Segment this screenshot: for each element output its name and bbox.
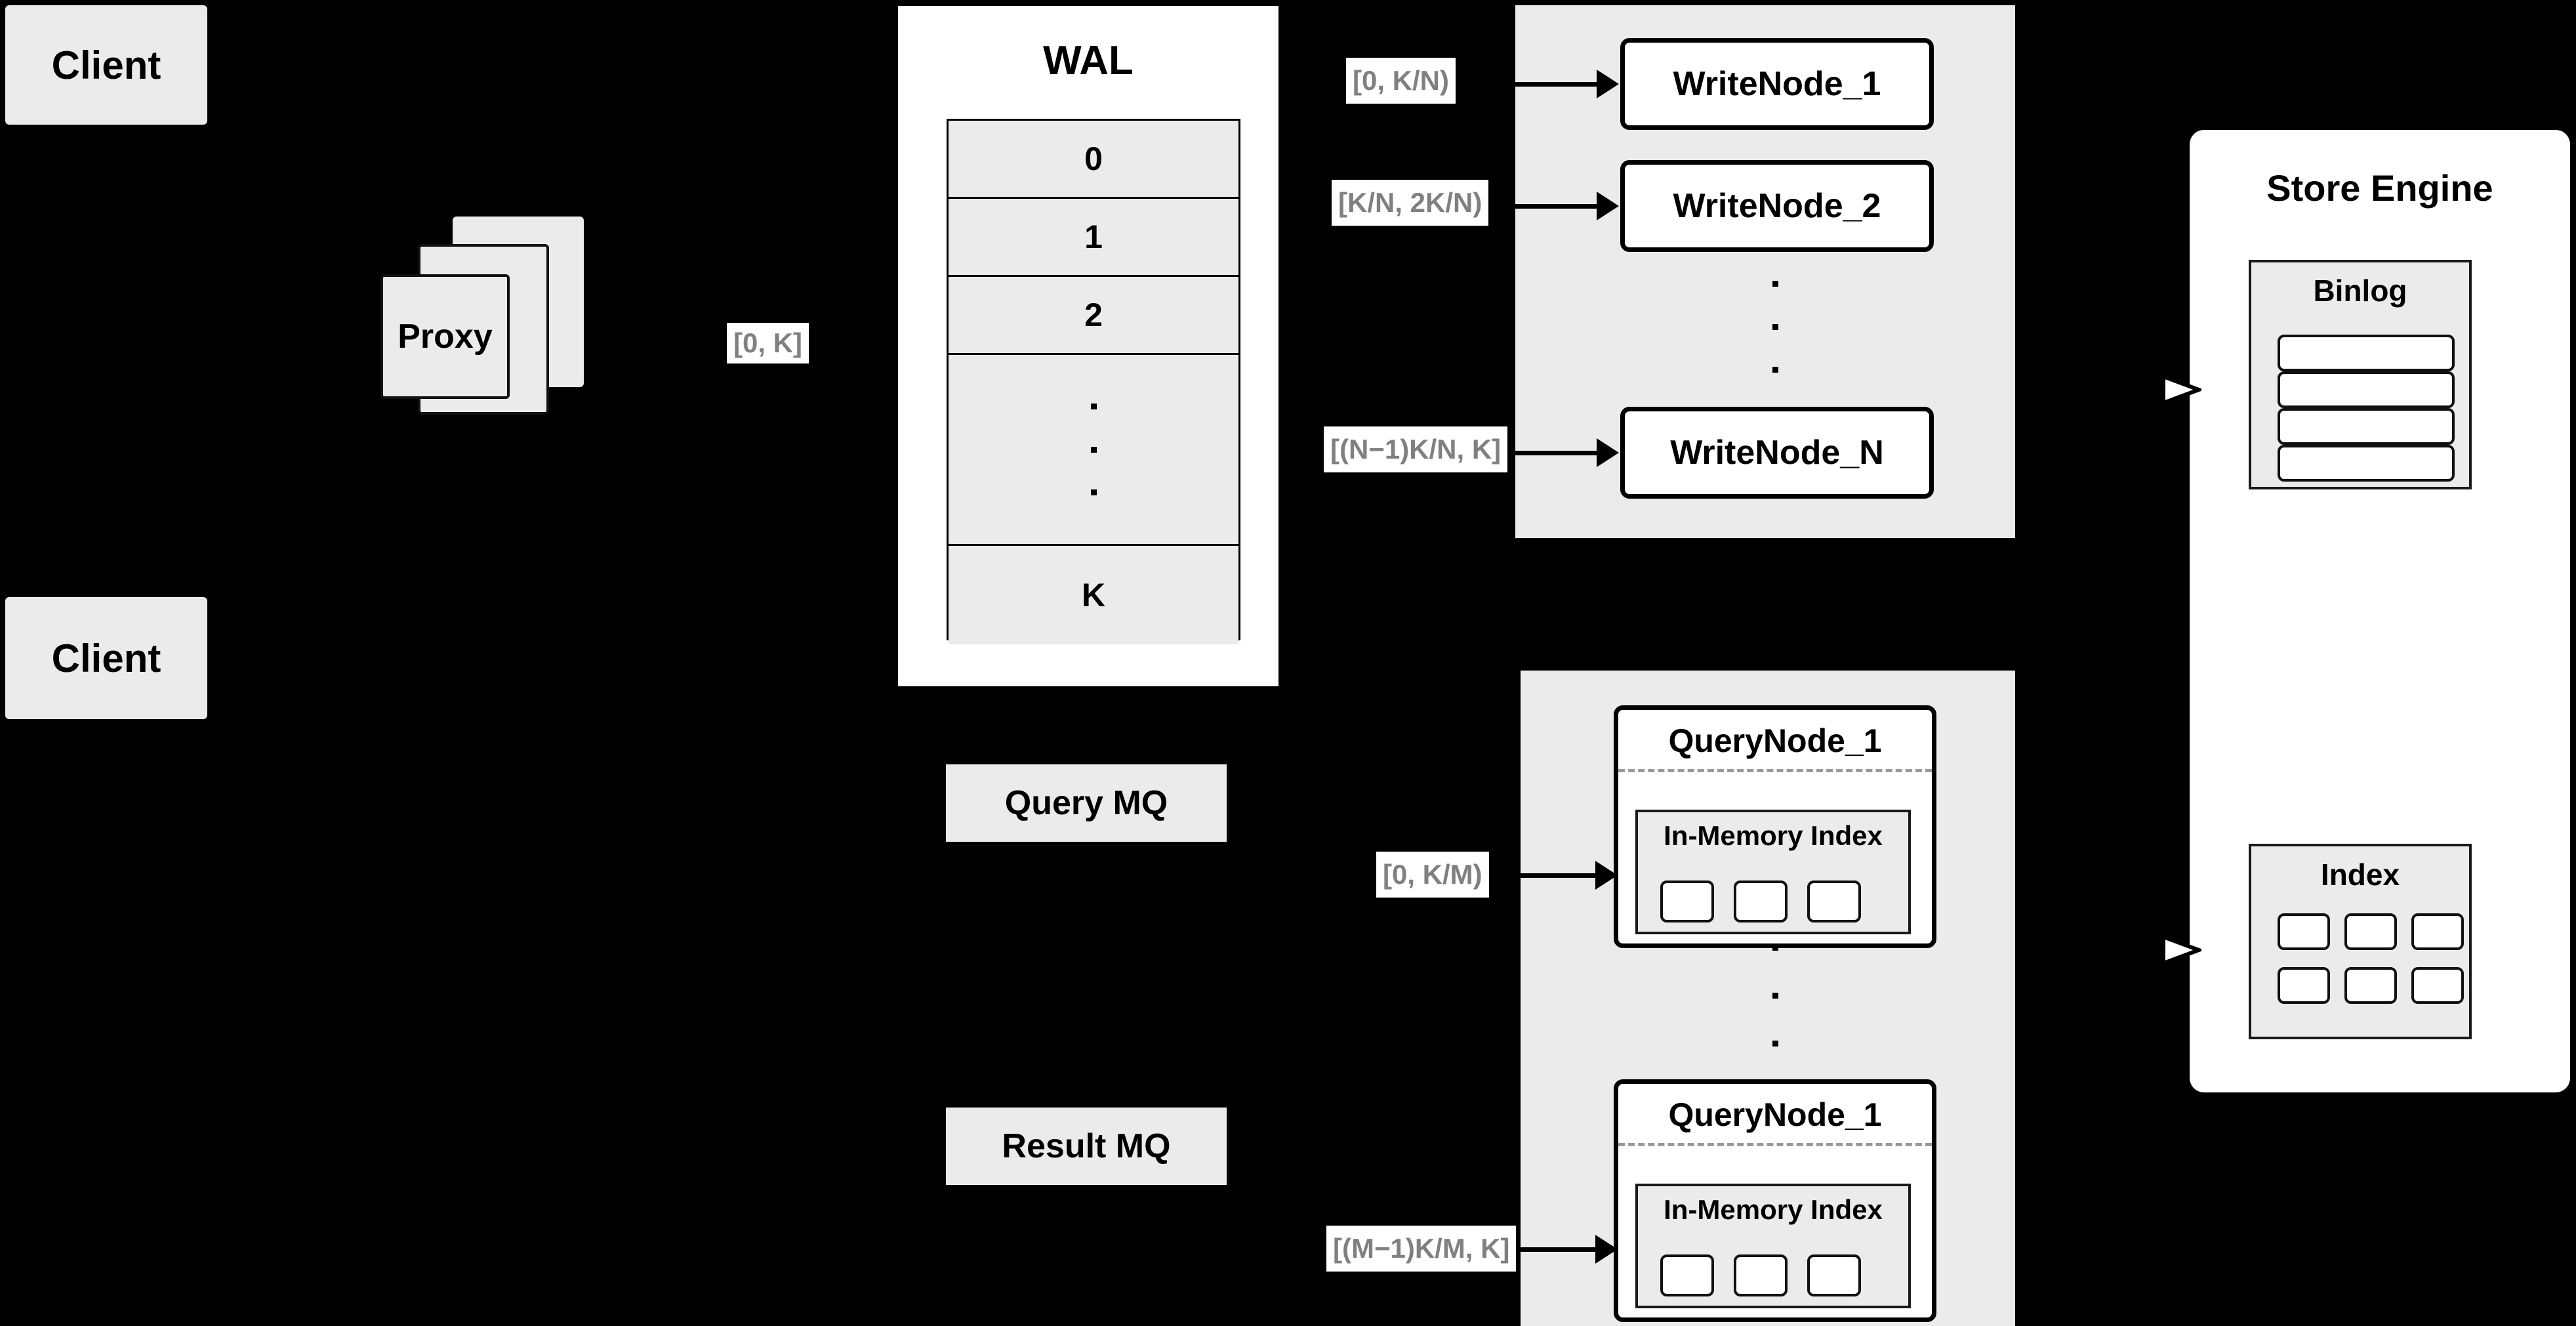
query-mq-box[interactable]: Query MQ	[946, 764, 1227, 842]
wal-row-label: 2	[1084, 297, 1103, 333]
arrow-to-write-node-2	[1515, 192, 1627, 220]
arrow-to-write-node-1	[1515, 70, 1627, 98]
wal-row: 2	[949, 277, 1238, 355]
edge-label-write-node-2: [K/N, 2K/N)	[1332, 180, 1489, 226]
wal-title: WAL	[1043, 38, 1134, 83]
wal-row-label: K	[1081, 577, 1106, 613]
index-cell	[2411, 967, 2464, 1004]
index-cell	[2411, 913, 2464, 950]
edge-label-text: [0, K/N)	[1353, 65, 1449, 96]
query-node-vertical-dots-icon	[1771, 945, 1779, 1046]
index-cell	[2344, 967, 2397, 1004]
write-node-vertical-dots-icon	[1771, 281, 1779, 373]
index-cell	[1734, 881, 1788, 922]
edge-label-text: [0, K/M)	[1383, 859, 1482, 890]
query-node-divider-1	[1618, 769, 1932, 772]
wal-row: K	[949, 546, 1238, 644]
arrow-to-binlog	[2129, 374, 2201, 405]
arrow-to-write-node-n	[1515, 438, 1627, 467]
edge-label-write-node-1: [0, K/N)	[1346, 58, 1456, 104]
in-memory-index-box-m: In-Memory Index	[1635, 1184, 1911, 1308]
edge-label-query-node-m: [(M−1)K/M, K]	[1326, 1226, 1517, 1272]
index-title: Index	[2320, 858, 2400, 892]
binlog-bar	[2278, 445, 2455, 482]
index-cell	[2344, 913, 2397, 950]
store-engine-title: Store Engine	[2266, 167, 2493, 209]
result-mq-label: Result MQ	[1002, 1127, 1171, 1165]
edge-label-query-node-1: [0, K/M)	[1376, 852, 1489, 898]
arrow-to-query-node-1	[1521, 861, 1625, 890]
edge-label-write-node-n: [(N−1)K/N, K]	[1324, 426, 1508, 472]
query-node-title-m: QueryNode_1	[1668, 1096, 1882, 1133]
wal-row-label: 1	[1084, 218, 1103, 255]
query-node-box-1[interactable]: QueryNode_1 In-Memory Index	[1614, 705, 1936, 948]
wal-row-ellipsis	[949, 355, 1238, 546]
edge-label-text: [K/N, 2K/N)	[1338, 187, 1482, 218]
index-cell	[2278, 913, 2330, 950]
query-node-box-m[interactable]: QueryNode_1 In-Memory Index	[1614, 1079, 1936, 1322]
write-node-box-2[interactable]: WriteNode_2	[1620, 160, 1934, 252]
query-mq-label: Query MQ	[1004, 784, 1168, 822]
arrow-to-query-node-m	[1521, 1235, 1625, 1264]
proxy-layer-front[interactable]: Proxy	[380, 274, 510, 399]
index-cell	[1660, 881, 1714, 922]
wal-table: 0 1 2 K	[947, 119, 1240, 644]
write-node-box-1[interactable]: WriteNode_1	[1620, 38, 1934, 130]
index-cell	[1807, 881, 1861, 922]
edge-label-text: [0, K]	[733, 327, 802, 358]
wal-row: 1	[949, 199, 1238, 277]
index-box: Index	[2249, 844, 2472, 1039]
proxy-label: Proxy	[398, 318, 493, 356]
result-mq-box[interactable]: Result MQ	[946, 1108, 1227, 1185]
client-label-2: Client	[51, 636, 161, 680]
query-node-title-1: QueryNode_1	[1668, 722, 1882, 759]
index-cell	[1807, 1254, 1861, 1296]
in-memory-index-box-1: In-Memory Index	[1635, 810, 1911, 934]
in-memory-index-title-m: In-Memory Index	[1664, 1194, 1883, 1225]
in-memory-index-title-1: In-Memory Index	[1664, 820, 1883, 851]
client-box-1[interactable]: Client	[5, 5, 207, 125]
store-engine-panel: Store Engine Binlog Index	[2190, 130, 2570, 1092]
edge-label-proxy-to-wal: [0, K]	[727, 323, 809, 363]
proxy-stack[interactable]: Proxy	[380, 217, 656, 433]
arrow-to-index	[2129, 934, 2201, 966]
query-node-divider-m	[1618, 1143, 1932, 1146]
index-cell	[2278, 967, 2330, 1004]
wal-panel: WAL 0 1 2 K	[895, 3, 1281, 689]
binlog-bar	[2278, 335, 2455, 371]
proxy-connector-nub	[630, 336, 669, 341]
binlog-title: Binlog	[2313, 274, 2407, 308]
binlog-bar	[2278, 371, 2455, 408]
write-node-label-1: WriteNode_1	[1673, 65, 1881, 103]
index-cell	[1660, 1254, 1714, 1296]
write-node-box-n[interactable]: WriteNode_N	[1620, 407, 1934, 499]
binlog-box: Binlog	[2249, 260, 2472, 489]
wal-row-label: 0	[1084, 140, 1103, 177]
binlog-bar	[2278, 408, 2455, 445]
index-cell	[1734, 1254, 1788, 1296]
write-node-label-n: WriteNode_N	[1670, 434, 1884, 472]
wal-row: 0	[949, 121, 1238, 199]
edge-label-text: [(M−1)K/M, K]	[1333, 1233, 1510, 1264]
edge-label-text: [(N−1)K/N, K]	[1330, 434, 1502, 465]
client-box-2[interactable]: Client	[5, 597, 207, 719]
write-node-label-2: WriteNode_2	[1673, 187, 1881, 225]
wal-vertical-dots-icon	[1090, 404, 1097, 495]
client-label-1: Client	[51, 43, 161, 87]
